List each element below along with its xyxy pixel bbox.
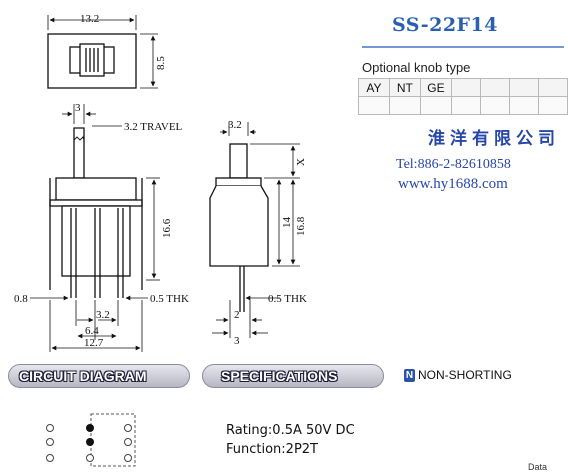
front-body-top: [55, 177, 137, 201]
terminal-5: [86, 438, 94, 446]
front-body-flange: [49, 199, 143, 207]
dim-overall-width: 12.7: [84, 337, 104, 349]
corner-text: Data: [528, 462, 548, 472]
company-website: www.hy1688.com: [398, 176, 508, 192]
circuit-diagram-banner: CIRCUIT DIAGRAM: [8, 364, 190, 388]
terminal-4: [86, 424, 94, 432]
specifications-banner: SPECIFICATIONS: [202, 364, 384, 388]
title-divider: [362, 46, 564, 48]
top-view-body: [47, 33, 137, 89]
dim-knob-width: 3: [75, 102, 81, 114]
front-body-lower: [61, 205, 131, 277]
front-knob-grip: [73, 136, 85, 141]
company-name: 淮洋有限公司: [428, 129, 560, 149]
knob-image-cell: [388, 96, 421, 115]
knob-type-cell: AY: [358, 78, 390, 97]
spec-rating: Rating:0.5A 50V DC: [226, 423, 355, 438]
front-knob-shaft: [73, 127, 85, 179]
side-knob: [229, 143, 248, 179]
company-tel: Tel:886-2-82610858: [396, 157, 511, 172]
terminal-2: [46, 438, 54, 446]
spec-function: Function:2P2T: [226, 442, 318, 457]
side-body: [209, 185, 269, 267]
knob-type-cell: [451, 78, 481, 97]
dim-knob-height: X: [295, 158, 307, 166]
dim-travel: 3.2 TRAVEL: [124, 121, 183, 133]
knob-image-cell: [508, 96, 539, 115]
knob-type-cell: [508, 78, 539, 97]
non-shorting-icon: N: [404, 369, 415, 382]
dim-body-depth: 8.5: [155, 56, 167, 70]
dim-pin-span: 6.4: [85, 325, 99, 337]
terminal-1: [46, 424, 54, 432]
dim-pin-width: 0.8: [14, 293, 28, 305]
knob-type-title: Optional knob type: [362, 60, 471, 75]
knob-type-cell: [537, 78, 568, 97]
knob-image-cell: [358, 96, 390, 115]
knob-image-cell: [480, 96, 510, 115]
knob-image-cell: [419, 96, 453, 115]
dim-side-pin-gap: 2: [234, 309, 240, 321]
side-body-top: [215, 177, 262, 187]
terminal-8: [124, 438, 132, 446]
circuit-diagram-heading: CIRCUIT DIAGRAM: [19, 368, 147, 384]
terminal-6: [86, 454, 94, 462]
knob-type-cell: [480, 78, 510, 97]
dim-pin-length: 14: [281, 217, 293, 229]
knob-type-cell: NT: [388, 78, 421, 97]
knob-image-cell: [451, 96, 481, 115]
dim-pin-thickness-front: 0.5 THK: [150, 293, 189, 305]
non-shorting-label: NON-SHORTING: [418, 368, 512, 382]
knob-type-table: AY NT GE: [358, 78, 568, 115]
dim-body-height: 16.6: [161, 218, 173, 238]
terminal-3: [46, 454, 54, 462]
top-view: [47, 15, 158, 89]
side-view: [209, 122, 300, 338]
top-view-knob: [79, 43, 105, 77]
front-view: [30, 104, 160, 352]
dim-knob-side-width: 3.2: [228, 119, 242, 131]
model-number: SS-22F14: [392, 14, 498, 36]
terminal-7: [124, 424, 132, 432]
specifications-heading: SPECIFICATIONS: [221, 368, 338, 384]
dim-side-height: 16.8: [295, 216, 307, 236]
knob-type-cell: GE: [419, 78, 453, 97]
dim-side-pin-span: 3: [234, 335, 240, 347]
dim-pin-thickness-side: 0.5 THK: [268, 293, 307, 305]
dim-pin-pitch: 3.2: [96, 309, 110, 321]
circuit-diagram-graphic: [46, 413, 136, 467]
knob-image-cell: [537, 96, 568, 115]
terminal-9: [124, 454, 132, 462]
dim-body-width: 13.2: [80, 13, 99, 25]
